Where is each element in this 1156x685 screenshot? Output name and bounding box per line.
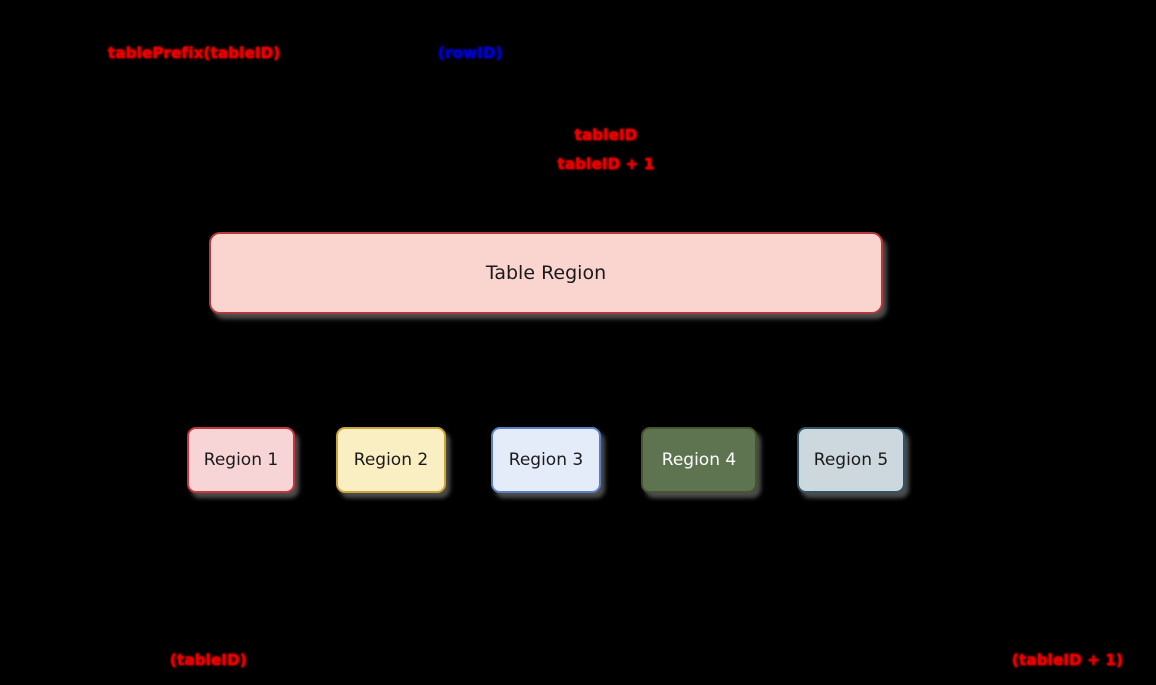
annotation-table-prefix: tablePrefix(tableID) [108,44,281,62]
region-label-5: Region 5 [813,449,889,470]
region-box-2[interactable]: Region 2 [336,427,446,493]
table-region-box[interactable]: Table Region [209,232,883,314]
annotation-bottom-table-id-plus-one: (tableID + 1) [1012,651,1124,669]
annotation-bottom-table-id: (tableID) [170,651,247,669]
region-box-5[interactable]: Region 5 [797,427,905,493]
annotation-table-id-plus-one: tableID + 1 [557,155,655,173]
annotation-row-id: (rowID) [438,44,503,62]
annotation-table-id: tableID [574,126,638,144]
region-label-2: Region 2 [353,449,429,470]
region-box-4[interactable]: Region 4 [641,427,757,493]
table-region-label: Table Region [485,261,607,284]
region-label-3: Region 3 [508,449,584,470]
region-box-3[interactable]: Region 3 [491,427,601,493]
region-label-4: Region 4 [661,449,737,470]
region-box-1[interactable]: Region 1 [187,427,295,493]
region-label-1: Region 1 [203,449,279,470]
